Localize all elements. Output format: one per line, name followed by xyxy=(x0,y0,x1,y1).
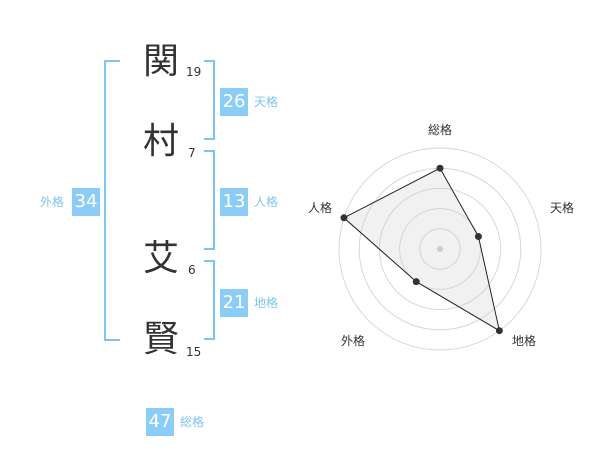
soukaku-badge: 47 xyxy=(146,408,174,436)
radar-axis-label-1: 総格 xyxy=(428,123,453,137)
radar-axis-label-5: 人格 xyxy=(308,201,333,215)
radar-point-2 xyxy=(474,233,482,241)
jinkaku-badge: 13 xyxy=(220,188,248,216)
stroke-count-4: 15 xyxy=(186,345,202,359)
tenkaku-bracket xyxy=(204,60,215,140)
radar-point-4 xyxy=(412,278,420,286)
jinkaku-label: 人格 xyxy=(254,195,279,209)
gaikaku-label: 外格 xyxy=(40,195,65,209)
radar-point-1 xyxy=(436,164,444,172)
radar-axis-label-3: 地格 xyxy=(512,334,537,348)
name-char-4: 賢 xyxy=(142,319,179,360)
name-char-2: 村 xyxy=(142,121,179,162)
gaikaku-bracket xyxy=(104,60,120,341)
chikaku-bracket xyxy=(204,260,215,340)
chikaku-badge: 21 xyxy=(220,289,248,317)
radar-ring xyxy=(338,147,542,351)
radar-points xyxy=(340,164,503,335)
radar-ring xyxy=(419,228,461,270)
tenkaku-badge: 26 xyxy=(220,88,248,116)
radar-center xyxy=(437,246,443,252)
gaikaku-badge: 34 xyxy=(72,188,100,216)
radar-area xyxy=(343,167,501,332)
radar-axis-label-2: 天格 xyxy=(550,201,575,215)
chikaku-label: 地格 xyxy=(254,296,279,310)
radar-point-3 xyxy=(495,327,503,335)
name-char-1: 関 xyxy=(142,41,179,82)
radar-axis-label-4: 外格 xyxy=(341,334,366,348)
jinkaku-bracket xyxy=(204,150,215,250)
soukaku-label: 総格 xyxy=(180,415,205,429)
radar-point-5 xyxy=(340,214,348,222)
stroke-count-3: 6 xyxy=(188,263,196,277)
stroke-count-1: 19 xyxy=(186,65,202,79)
radar-ring xyxy=(399,208,481,290)
stroke-count-2: 7 xyxy=(188,146,196,160)
name-char-3: 艾 xyxy=(142,238,179,279)
tenkaku-label: 天格 xyxy=(254,95,279,109)
